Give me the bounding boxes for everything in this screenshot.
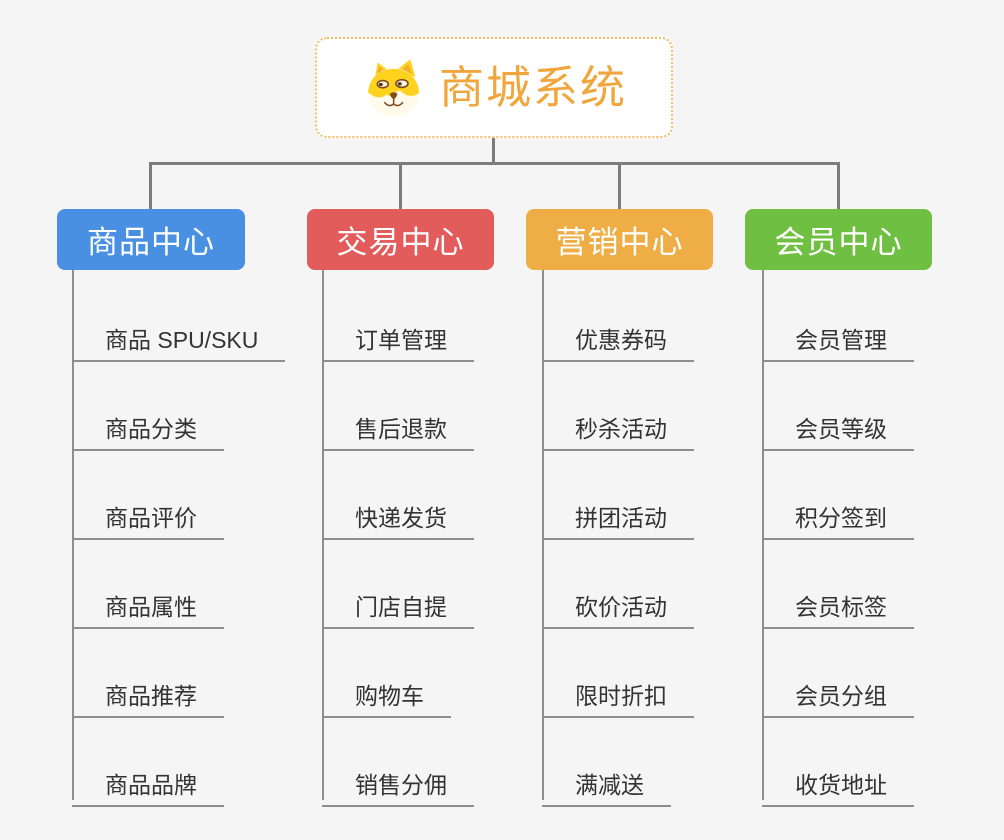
connector-drop-product (149, 163, 152, 210)
branch-spine-trade (322, 270, 324, 800)
branch-spine-marketing (542, 270, 544, 800)
leaf-node[interactable]: 秒杀活动 (542, 402, 694, 451)
leaf-node[interactable]: 商品品牌 (72, 758, 224, 807)
doge-icon (368, 58, 420, 117)
leaf-node[interactable]: 商品推荐 (72, 669, 224, 718)
leaf-node[interactable]: 限时折扣 (542, 669, 694, 718)
connector-drop-marketing (618, 163, 621, 210)
leaf-node[interactable]: 商品评价 (72, 491, 224, 540)
root-title: 商城系统 (438, 62, 627, 113)
leaf-node[interactable]: 快递发货 (322, 491, 474, 540)
leaf-node[interactable]: 商品分类 (72, 402, 224, 451)
leaf-node[interactable]: 优惠券码 (542, 313, 694, 362)
branch-node-member-center[interactable]: 会员中心 (745, 209, 932, 270)
leaf-node[interactable]: 满减送 (542, 758, 671, 807)
leaf-node[interactable]: 商品属性 (72, 580, 224, 629)
leaf-node[interactable]: 商品 SPU/SKU (72, 313, 286, 362)
leaf-node[interactable]: 拼团活动 (542, 491, 694, 540)
leaf-node[interactable]: 售后退款 (322, 402, 474, 451)
branch-spine-member (762, 270, 764, 800)
connector-drop-member (837, 163, 840, 210)
leaf-node[interactable]: 会员管理 (762, 313, 914, 362)
leaf-node[interactable]: 砍价活动 (542, 580, 694, 629)
connector-drop-trade (399, 163, 402, 210)
branch-spine-product (72, 270, 74, 800)
branch-node-marketing-center[interactable]: 营销中心 (526, 209, 713, 270)
branch-node-product-center[interactable]: 商品中心 (57, 209, 245, 270)
leaf-node[interactable]: 门店自提 (322, 580, 474, 629)
leaf-node[interactable]: 会员等级 (762, 402, 914, 451)
branch-node-trade-center[interactable]: 交易中心 (307, 209, 494, 270)
connector-root-stem (492, 137, 495, 165)
connector-horizontal-bus (149, 162, 840, 165)
root-node[interactable]: 商城系统 (315, 37, 673, 138)
leaf-node[interactable]: 会员标签 (762, 580, 914, 629)
leaf-node[interactable]: 订单管理 (322, 313, 474, 362)
leaf-node[interactable]: 收货地址 (762, 758, 914, 807)
leaf-node[interactable]: 积分签到 (762, 491, 914, 540)
leaf-node[interactable]: 销售分佣 (322, 758, 474, 807)
leaf-node[interactable]: 购物车 (322, 669, 451, 718)
leaf-node[interactable]: 会员分组 (762, 669, 914, 718)
